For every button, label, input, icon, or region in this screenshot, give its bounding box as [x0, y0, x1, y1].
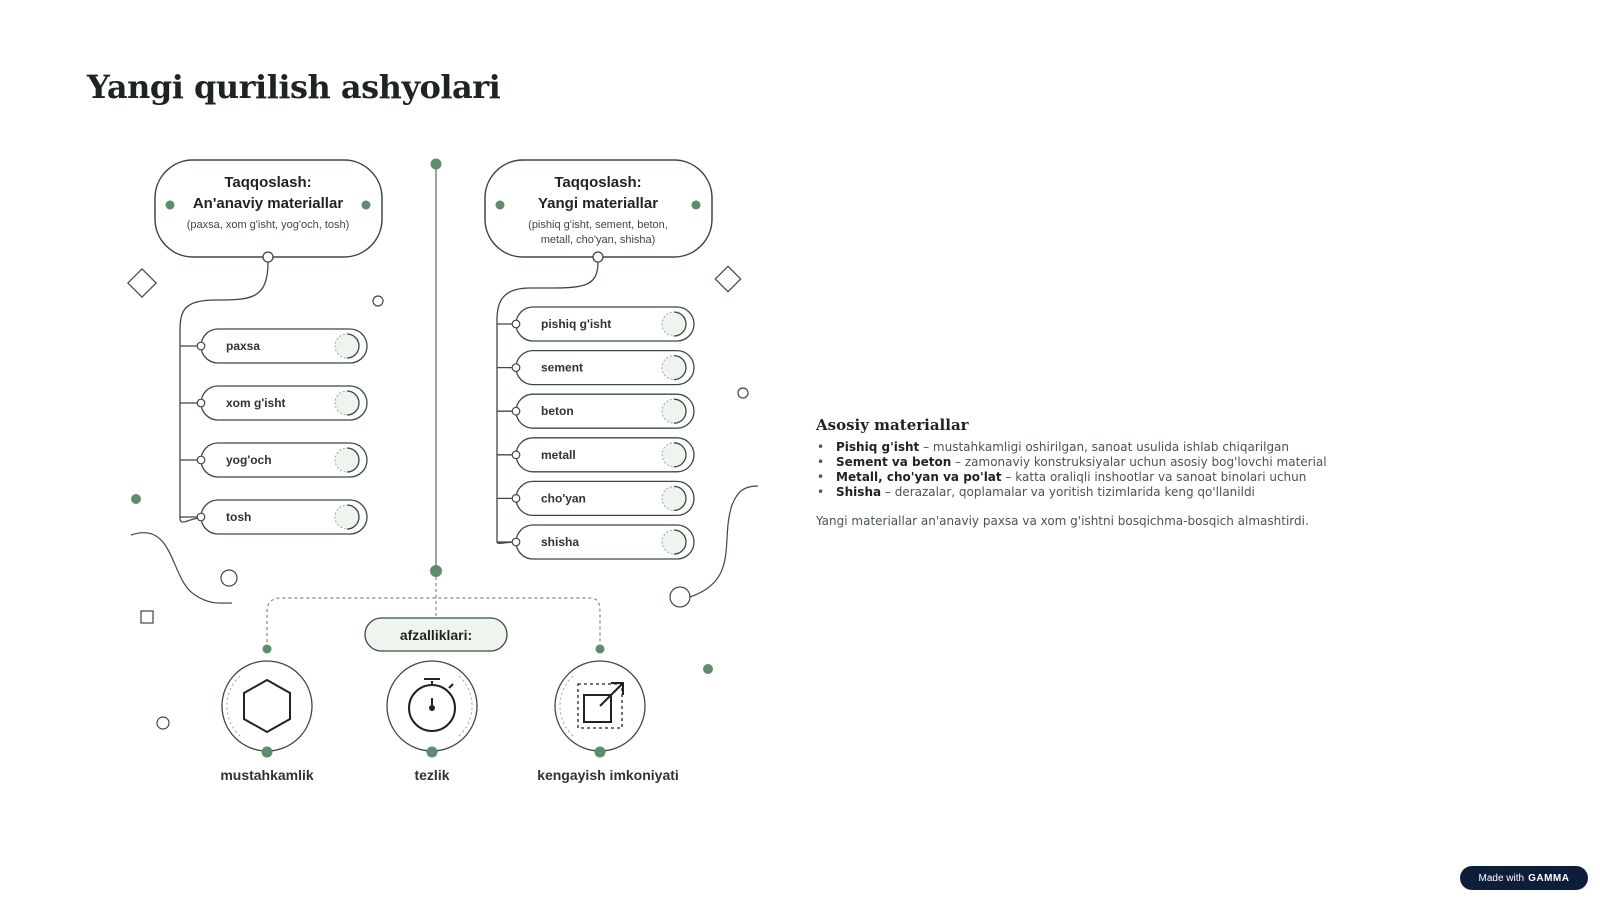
- modern-item-label: cho'yan: [541, 491, 586, 505]
- modern-subtitle-2: metall, cho'yan, shisha): [541, 234, 656, 246]
- modern-card: Taqqoslash: Yangi materiallar (pishiq g'…: [484, 159, 713, 263]
- key-materials-heading: Asosiy materiallar: [816, 416, 969, 434]
- expand-icon: [577, 682, 624, 729]
- modern-item: cho'yan: [497, 480, 695, 517]
- decor-ring-3: [220, 569, 238, 587]
- summary-note: Yangi materiallar an'anaviy paxsa va xom…: [816, 514, 1309, 528]
- central-spine: [430, 158, 442, 618]
- list-item: Metall, cho'yan va po'lat – katta oraliq…: [816, 470, 1516, 485]
- decor-ring-1: [372, 295, 384, 307]
- modern-heading-1: Taqqoslash:: [554, 174, 641, 191]
- decor-wave-right: [689, 485, 759, 598]
- decor-dot-2: [703, 664, 713, 674]
- material-description: – derazalar, qoplamalar va yoritish tizi…: [881, 485, 1255, 499]
- decor-ring-4: [156, 716, 170, 730]
- material-description: – mustahkamligi oshirilgan, sanoat usuli…: [919, 440, 1290, 454]
- modern-heading-2: Yangi materiallar: [538, 195, 658, 212]
- modern-subtitle-1: (pishiq g'isht, sement, beton,: [528, 219, 668, 231]
- traditional-item-label: tosh: [226, 510, 251, 524]
- traditional-item: xom g'isht: [180, 385, 368, 421]
- badge-brand: GAMMA: [1528, 872, 1570, 884]
- traditional-heading-1: Taqqoslash:: [224, 174, 311, 191]
- decorations: [127, 265, 759, 730]
- advantage-expansion: kengayish imkoniyati: [537, 660, 679, 783]
- modern-item-label: beton: [541, 404, 574, 418]
- advantage-speed: tezlik: [386, 660, 478, 783]
- modern-item: shisha: [497, 524, 695, 560]
- list-item: Sement va beton – zamonaviy konstruksiya…: [816, 455, 1516, 470]
- decor-dot-1: [131, 494, 141, 504]
- modern-item-label: metall: [541, 448, 576, 462]
- material-term: Sement va beton: [836, 455, 952, 469]
- traditional-item-label: paxsa: [226, 339, 260, 353]
- decor-wave-left: [130, 532, 233, 604]
- modern-item-label: pishiq g'isht: [541, 317, 611, 331]
- traditional-subtitle: (paxsa, xom g'isht, yog'och, tosh): [187, 219, 350, 231]
- decor-diamond-right: [714, 265, 742, 293]
- traditional-item: yog'och: [180, 442, 368, 478]
- list-item: Shisha – derazalar, qoplamalar va yoriti…: [816, 485, 1516, 500]
- advantage-label-strength: mustahkamlik: [220, 767, 314, 783]
- decor-square: [140, 610, 154, 624]
- traditional-item-label: xom g'isht: [226, 396, 286, 410]
- advantages-label: afzalliklari:: [400, 627, 472, 643]
- modern-item-label: sement: [541, 361, 583, 375]
- modern-item: sement: [497, 349, 695, 386]
- advantage-label-speed: tezlik: [414, 767, 449, 783]
- traditional-card: Taqqoslash: An'anaviy materiallar (paxsa…: [154, 159, 383, 263]
- modern-item-list: pishiq g'isht sement beton metall cho'yan shi…: [497, 306, 695, 560]
- traditional-item: tosh: [180, 499, 368, 535]
- key-materials-panel: Asosiy materiallar Pishiq g'isht – musta…: [816, 416, 1516, 528]
- list-item: Pishiq g'isht – mustahkamligi oshirilgan…: [816, 440, 1516, 455]
- branch-connectors: [179, 261, 599, 544]
- material-description: – zamonaviy konstruksiyalar uchun asosiy…: [951, 455, 1327, 469]
- key-materials-list: Pishiq g'isht – mustahkamligi oshirilgan…: [816, 440, 1516, 500]
- traditional-item-label: yog'och: [226, 453, 272, 467]
- modern-item: metall: [497, 437, 695, 473]
- decor-ring-2: [737, 387, 749, 399]
- decor-diamond-left: [127, 268, 157, 298]
- traditional-heading-2: An'anaviy materiallar: [193, 195, 343, 212]
- material-term: Pishiq g'isht: [836, 440, 920, 454]
- hexagon-icon: [243, 678, 291, 734]
- material-term: Metall, cho'yan va po'lat: [836, 470, 1002, 484]
- advantages-label-pill: [364, 617, 508, 652]
- decor-ring-5: [669, 586, 691, 608]
- modern-item: beton: [497, 393, 695, 429]
- modern-item: pishiq g'isht: [497, 306, 695, 342]
- material-description: – katta oraliqli inshootlar va sanoat bi…: [1001, 470, 1307, 484]
- stopwatch-icon: [408, 678, 456, 732]
- modern-item-label: shisha: [541, 535, 579, 549]
- advantages-branch: afzalliklari:: [262, 597, 605, 654]
- advantage-label-expansion: kengayish imkoniyati: [537, 767, 679, 783]
- page-title: Yangi qurilish ashyolari: [87, 68, 501, 106]
- traditional-item: paxsa: [180, 328, 368, 364]
- badge-prefix: Made with: [1478, 872, 1525, 884]
- material-term: Shisha: [836, 485, 882, 499]
- made-with-gamma-badge[interactable]: Made with GAMMA: [1460, 866, 1588, 890]
- advantage-strength: mustahkamlik: [220, 660, 314, 783]
- materials-comparison-diagram: Taqqoslash: An'anaviy materiallar (paxsa…: [127, 158, 759, 783]
- traditional-item-list: paxsa xom g'isht yog'och tosh: [180, 328, 368, 535]
